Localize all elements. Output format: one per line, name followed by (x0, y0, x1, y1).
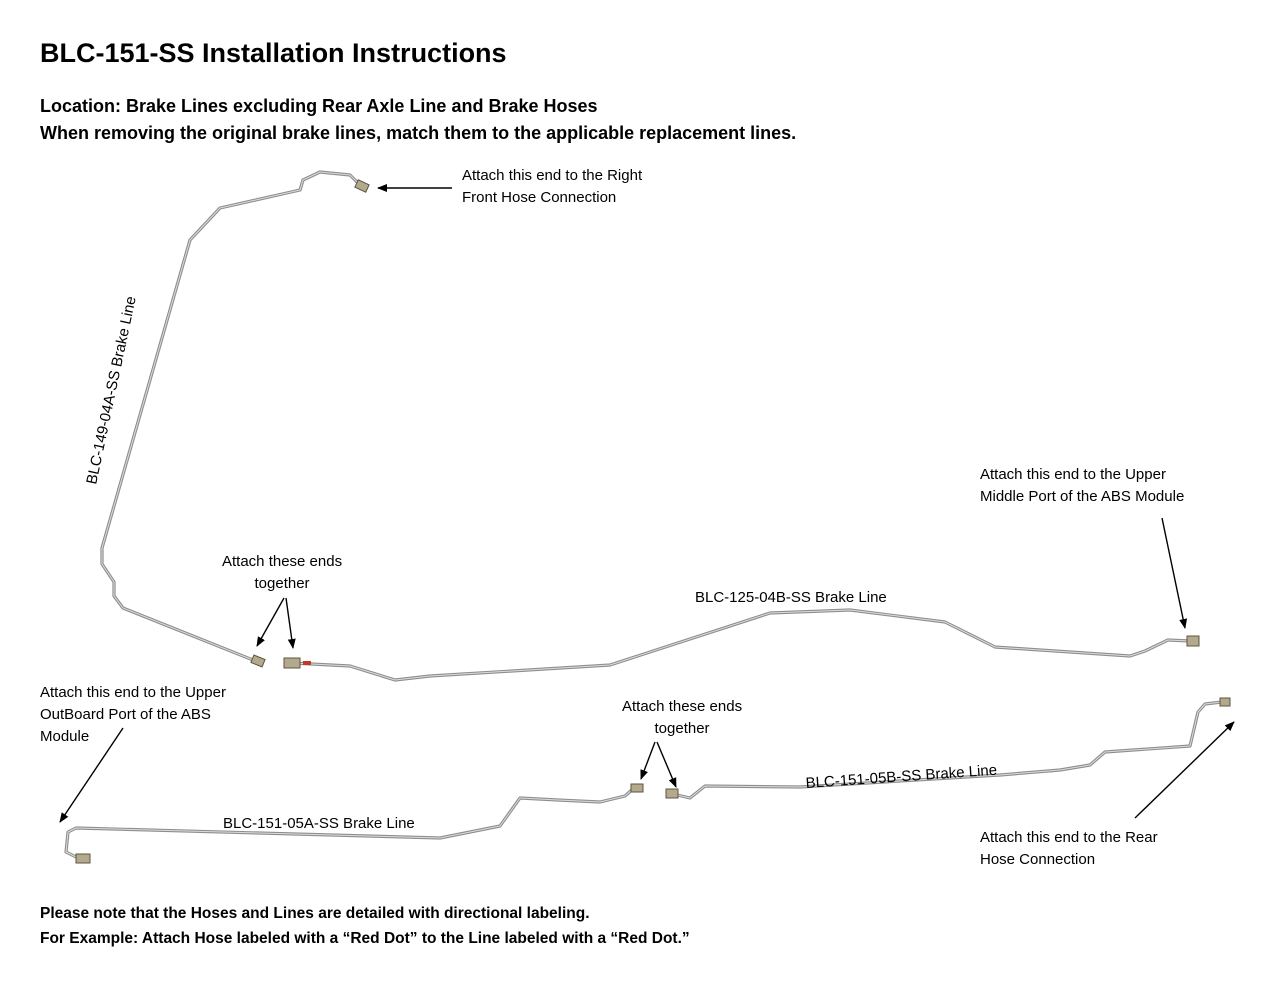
label-line-151b: BLC-151-05B-SS Brake Line (805, 762, 997, 792)
brake-line-149-04a (100, 170, 370, 668)
arrow-join-top-right (285, 597, 296, 649)
annotation-join-bottom: Attach these ends together (622, 698, 743, 737)
footnote-red-dot-example: For Example: Attach Hose labeled with a … (40, 930, 690, 947)
footnote-directional-labeling: Please note that the Hoses and Lines are… (40, 905, 590, 922)
arrow-join-bottom-right (656, 741, 677, 788)
fitting-151a-join-end (630, 783, 644, 793)
page-title: BLC-151-SS Installation Instructions (40, 38, 507, 68)
arrow-join-bottom-left (640, 741, 656, 780)
brake-line-151-05a (64, 783, 644, 864)
fitting-125-join-end (283, 657, 301, 669)
fitting-abs-upper-outboard (75, 853, 91, 864)
annotation-right-front: Attach this end to the Right Front Hose … (462, 167, 643, 206)
fitting-rear-hose (1219, 697, 1231, 707)
label-line-125: BLC-125-04B-SS Brake Line (695, 589, 887, 606)
label-line-149: BLC-149-04A-SS Brake Line (83, 295, 140, 486)
arrow-rear-hose (1134, 721, 1235, 819)
annotation-join-top: Attach these ends together (222, 553, 343, 592)
location-subtitle: Location: Brake Lines excluding Rear Axl… (40, 96, 598, 116)
arrow-abs-upper-middle (1161, 517, 1188, 629)
annotation-abs-upper-middle: Attach this end to the Upper Middle Port… (980, 466, 1185, 505)
fitting-151b-join-end (665, 788, 679, 799)
arrow-abs-upper-outboard (59, 727, 124, 823)
arrow-join-top-left (256, 597, 285, 647)
label-line-151a: BLC-151-05A-SS Brake Line (223, 815, 415, 832)
fitting-right-front (354, 179, 370, 193)
brake-line-125-04b (283, 608, 1200, 682)
red-dot-marker (303, 661, 311, 665)
annotation-abs-upper-outboard: Attach this end to the Upper OutBoard Po… (40, 684, 226, 745)
fitting-abs-upper-middle (1186, 635, 1200, 647)
instruction-subtitle: When removing the original brake lines, … (40, 123, 797, 143)
annotation-rear-hose: Attach this end to the Rear Hose Connect… (980, 829, 1158, 868)
pointer-arrows (59, 184, 1235, 823)
fitting-149-abs-end (250, 654, 266, 668)
brake-line-151-05b (665, 697, 1231, 800)
